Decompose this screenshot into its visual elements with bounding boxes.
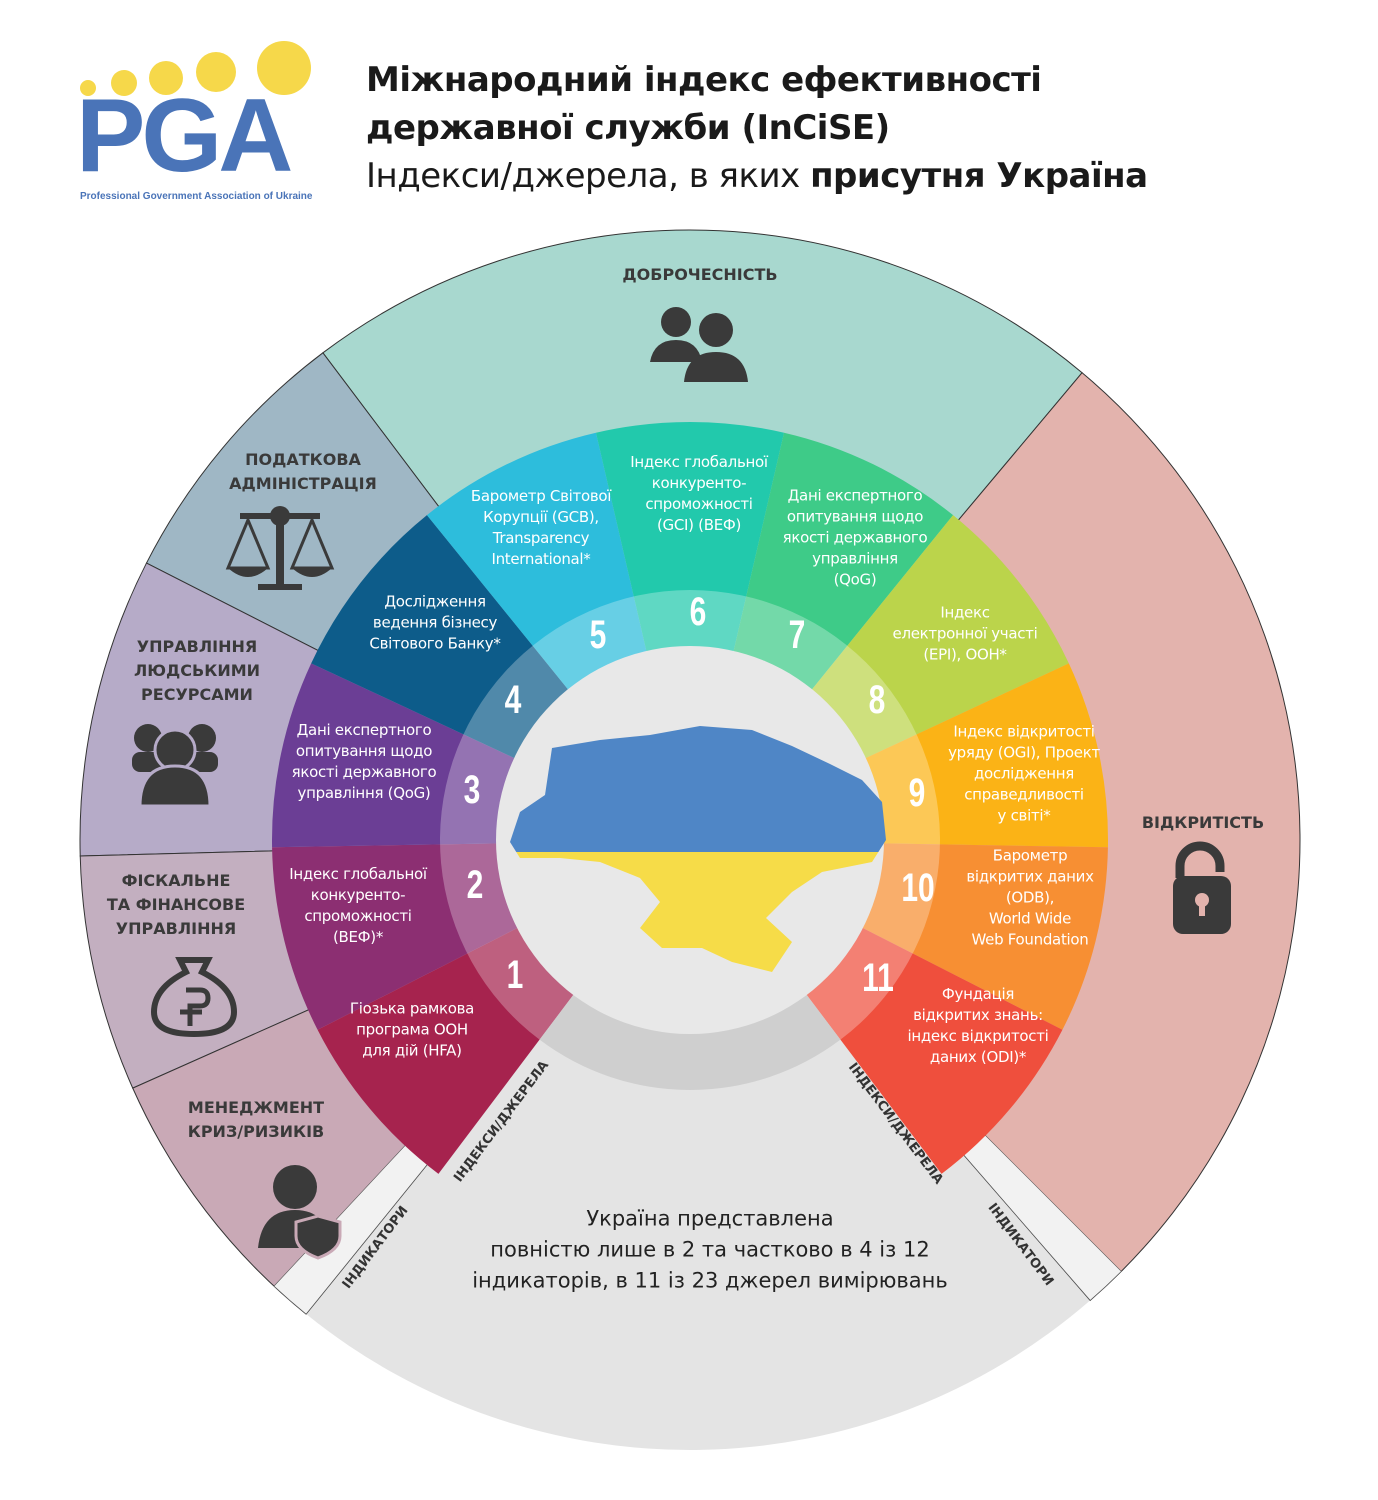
segment-3-text: Дані експертного опитування щодо якості … bbox=[291, 721, 437, 802]
segment-9-wedge bbox=[862, 663, 1108, 848]
group-icon bbox=[132, 724, 218, 808]
pga-logo: PGA Professional Government Association … bbox=[76, 40, 338, 210]
segment-7-text: Дані експертного опитування щодо якості … bbox=[782, 486, 928, 589]
scales-icon bbox=[225, 506, 335, 590]
segment-9-number: 9 bbox=[908, 771, 926, 815]
category-hr-management: УПРАВЛІННЯ ЛЮДСЬКИМИ РЕСУРСАМИ bbox=[133, 637, 261, 704]
money-bag-icon bbox=[150, 957, 238, 1038]
logo-dots-icon bbox=[80, 41, 311, 96]
segment-6-text: Індекс глобальної конкуренто- спроможнос… bbox=[630, 453, 768, 534]
segment-10-text: Барометр відкритих даних (ODB), World Wi… bbox=[966, 846, 1094, 949]
segment-2-number: 2 bbox=[466, 863, 484, 907]
category-integrity: ДОБРОЧЕСНІСТЬ bbox=[622, 265, 778, 284]
category-tax-administration: ПОДАТКОВА АДМІНІСТРАЦІЯ bbox=[229, 450, 377, 493]
segment-7-number: 7 bbox=[788, 613, 806, 657]
segment-11-number: 11 bbox=[862, 956, 894, 1000]
segment-10-wedge bbox=[859, 843, 1108, 1030]
segment-4-text: Дослідження ведення бізнесу Світового Ба… bbox=[369, 592, 501, 653]
subtitle: Індекси/джерела, в яких присутня Україна bbox=[366, 156, 1148, 196]
segment-4-wedge bbox=[311, 515, 571, 760]
category-crisis-management: МЕНЕДЖМЕНТ КРИЗ/РИЗИКІВ bbox=[187, 1098, 325, 1141]
segment-11-wedge bbox=[804, 926, 1063, 1174]
category-openness: ВІДКРИТІСТЬ bbox=[1141, 813, 1265, 832]
segment-4-number: 4 bbox=[504, 678, 522, 722]
segment-8-number: 8 bbox=[868, 678, 886, 722]
subtitle-bold: присутня Україна bbox=[810, 156, 1148, 196]
segment-3-number: 3 bbox=[463, 768, 481, 812]
manager-shield-icon bbox=[258, 1165, 342, 1260]
segment-1-wedge bbox=[317, 926, 576, 1174]
segment-6-number: 6 bbox=[689, 590, 707, 634]
segment-6-wedge bbox=[595, 422, 785, 655]
category-fiscal-management: ФІСКАЛЬНЕ ТА ФІНАНСОВЕ УПРАВЛІННЯ bbox=[106, 871, 246, 938]
segment-1-text: Гіозька рамкова програма ООН для дій (HF… bbox=[349, 999, 475, 1060]
unlocked-padlock-icon bbox=[1173, 841, 1231, 934]
subtitle-regular: Індекси/джерела, в яких bbox=[366, 156, 811, 196]
segment-8-text: Індекс електронної участі (EPI), ООН* bbox=[892, 603, 1038, 664]
segment-9-text: Індекс відкритості уряду (OGI), Проект д… bbox=[948, 722, 1100, 825]
segment-3-wedge bbox=[272, 663, 518, 848]
people-icon bbox=[650, 307, 748, 382]
segment-2-text: Індекс глобальної конкуренто- спроможнос… bbox=[289, 865, 427, 946]
segment-10-number: 10 bbox=[901, 866, 935, 910]
segment-5-wedge bbox=[426, 432, 648, 693]
segment-11-text: Фундація відкритих знань: індекс відкрит… bbox=[907, 985, 1049, 1066]
logo-text: PGA bbox=[76, 78, 293, 194]
segment-2-wedge bbox=[272, 843, 521, 1030]
title-line-1: Міжнародний індекс ефективності bbox=[366, 60, 1042, 100]
logo-subtitle: Professional Government Association of U… bbox=[80, 191, 313, 202]
segment-8-wedge bbox=[809, 515, 1069, 760]
segment-5-text: Барометр Світової Корупції (GCB), Transp… bbox=[470, 487, 612, 568]
segment-7-wedge bbox=[732, 432, 954, 693]
segment-1-number: 1 bbox=[506, 953, 524, 997]
segment-5-number: 5 bbox=[589, 613, 607, 657]
bottom-sector bbox=[306, 840, 1091, 1450]
title-line-2: державної служби (InCiSE) bbox=[366, 108, 890, 148]
summary-text: Україна представлена повністю лише в 2 т… bbox=[472, 1206, 948, 1293]
